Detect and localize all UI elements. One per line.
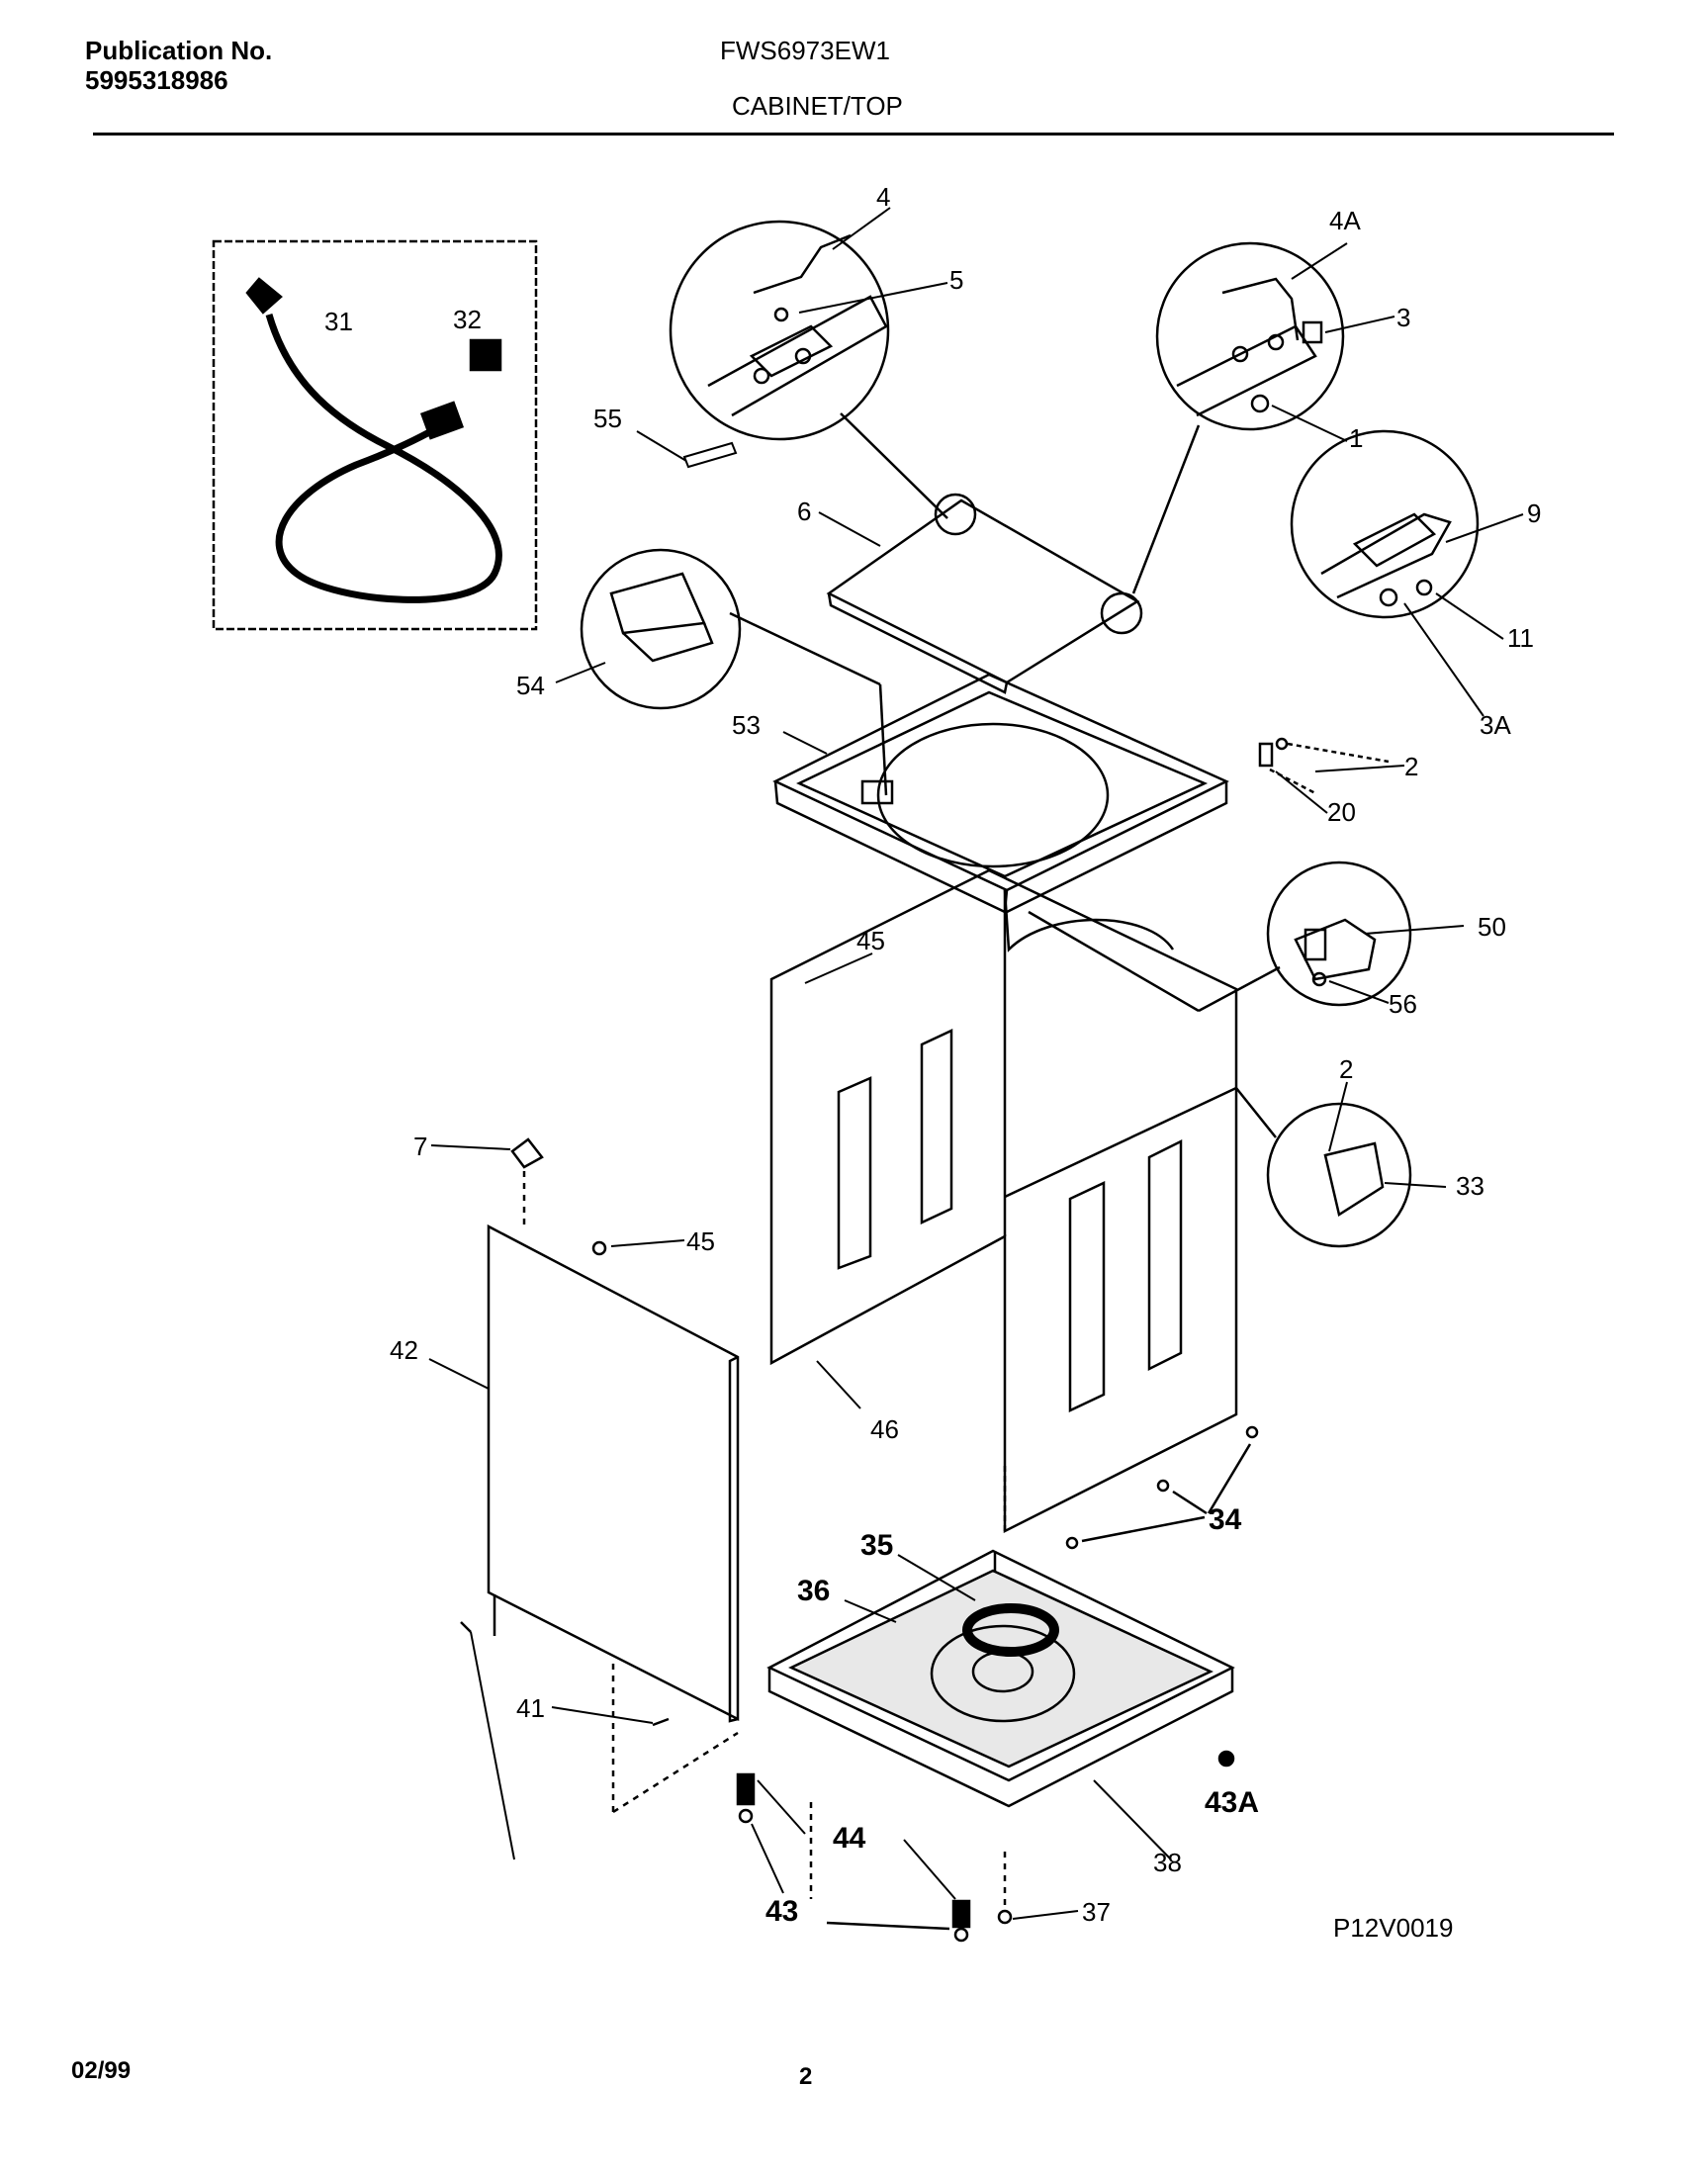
- callout-46: 46: [870, 1414, 899, 1444]
- callout-42: 42: [390, 1335, 418, 1365]
- callout-33: 33: [1456, 1171, 1484, 1201]
- callout-2-top: 2: [1404, 752, 1418, 781]
- callout-54: 54: [516, 671, 545, 700]
- detail-circle-hinge-right: [1131, 241, 1345, 594]
- top-panel-part-53: [772, 673, 1229, 914]
- cabinet-part-46: [769, 868, 1238, 1534]
- callout-4A: 4A: [1329, 206, 1361, 235]
- publication-label: Publication No.: [85, 36, 273, 65]
- callout-9: 9: [1527, 499, 1541, 528]
- callout-31: 31: [324, 307, 353, 336]
- base-part-38: [766, 1549, 1235, 1808]
- front-panel-part-42: [487, 1224, 740, 1723]
- callout-41: 41: [516, 1693, 545, 1723]
- section-title: CABINET/TOP: [732, 91, 903, 121]
- callout-44: 44: [833, 1822, 866, 1855]
- callout-43A: 43A: [1205, 1786, 1259, 1819]
- callout-34: 34: [1209, 1503, 1242, 1536]
- page-number: 2: [799, 2063, 813, 2090]
- screws-part-34: [1065, 1425, 1259, 1550]
- callout-53: 53: [732, 710, 761, 740]
- detail-circle-part-33: [1235, 1087, 1412, 1248]
- callout-36: 36: [797, 1575, 830, 1607]
- callout-50: 50: [1478, 912, 1506, 942]
- callout-7: 7: [413, 1132, 427, 1161]
- detail-circle-dispenser: [580, 548, 888, 796]
- callout-3A: 3A: [1480, 710, 1511, 740]
- callout-4: 4: [876, 182, 890, 212]
- callout-45-top: 45: [856, 926, 885, 955]
- spring-part-55: [682, 441, 738, 469]
- callout-55: 55: [593, 404, 622, 433]
- hardware-2-20: [1258, 737, 1390, 795]
- figure-id: P12V0019: [1333, 1913, 1454, 1943]
- callout-1: 1: [1349, 423, 1363, 453]
- detail-circle-lid-switch: [1290, 429, 1480, 619]
- header-rule: [93, 133, 1614, 136]
- callout-37: 37: [1082, 1897, 1111, 1927]
- callout-45-front: 45: [686, 1226, 715, 1256]
- callout-2-side: 2: [1339, 1054, 1353, 1084]
- publication-number: 5995318986: [85, 65, 228, 95]
- callout-labels: 4 5 4A 3 1 9 11 3A 31 32 55 6 54 53 2 20…: [324, 182, 1541, 1928]
- callout-35: 35: [860, 1529, 893, 1562]
- lid-part-6: [826, 493, 1143, 694]
- callout-43: 43: [765, 1895, 798, 1928]
- callout-11: 11: [1507, 623, 1534, 653]
- callout-32: 32: [453, 305, 482, 334]
- callout-56: 56: [1389, 989, 1417, 1019]
- callout-3: 3: [1396, 303, 1410, 332]
- model-number: FWS6973EW1: [720, 36, 890, 65]
- detail-circle-part-50: [1266, 861, 1412, 1007]
- clip-part-7: [510, 1137, 544, 1169]
- leader-lines: [428, 207, 1524, 1920]
- detail-circle-hinge-left: [669, 220, 948, 519]
- callout-5: 5: [949, 265, 963, 295]
- legs-and-screws: [460, 1621, 1235, 1943]
- callout-6: 6: [797, 497, 811, 526]
- callout-38: 38: [1153, 1848, 1182, 1877]
- callout-20: 20: [1327, 797, 1356, 827]
- power-cord-inset: [212, 239, 538, 631]
- footer-date: 02/99: [71, 2057, 132, 2084]
